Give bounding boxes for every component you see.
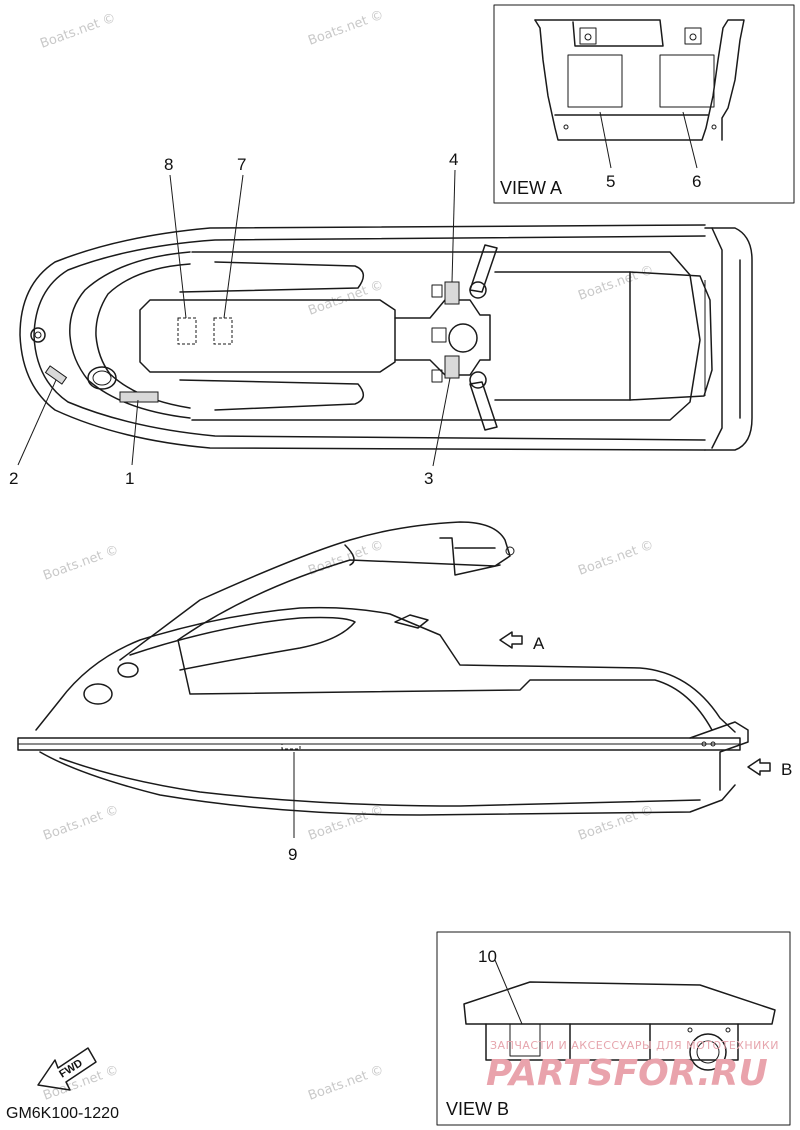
leader-7 [223, 174, 244, 319]
watermark: Boats.net © [38, 11, 118, 52]
watermark: Boats.net © [41, 543, 121, 584]
leader-3 [432, 377, 451, 467]
hull-bottom [39, 751, 736, 816]
watermark: Boats.net © [306, 8, 386, 49]
watermark: Boats.net © [576, 263, 656, 304]
callout-2: 2 [9, 469, 18, 488]
label-4-area [444, 281, 460, 305]
callout-5: 5 [606, 172, 615, 191]
rear-deck [494, 271, 631, 401]
label-1-area [119, 391, 159, 403]
watermark-diagram: Boats.net © [306, 278, 386, 319]
view-a-frame [493, 4, 795, 204]
watermark: Boats.net © [41, 803, 121, 844]
promo-brand: PARTSFOR.RU [486, 1053, 768, 1094]
label-3-area [444, 355, 460, 379]
watermarks: Boats.net © Boats.net © Boats.net © Boat… [38, 8, 656, 1104]
callout-8: 8 [164, 155, 173, 174]
watermark: Boats.net © [576, 803, 656, 844]
top-view-hull: 8 7 4 3 2 1 [9, 150, 753, 488]
label-2-area [44, 365, 68, 385]
hull-outline [19, 224, 706, 451]
leader-1 [131, 399, 139, 466]
view-a-title: VIEW A [500, 178, 562, 198]
leader-4 [451, 169, 456, 283]
watermark: Boats.net © [306, 1063, 386, 1104]
view-b-arrow-label: B [781, 760, 792, 779]
label-7-area [213, 317, 233, 345]
label-8-area [177, 317, 197, 345]
view-b-frame [436, 931, 791, 1126]
callout-1: 1 [125, 469, 134, 488]
view-b-title: VIEW B [446, 1099, 509, 1119]
view-b-panel: 10 VIEW B ЗАПЧАСТИ И АКСЕССУАРЫ ДЛЯ МОТО… [436, 931, 791, 1126]
view-a-arrow-icon [499, 631, 523, 649]
steering-column [394, 299, 491, 376]
diagram-code: GM6K100-1220 [6, 1105, 119, 1122]
view-a-panel: VIEW A 5 6 [493, 4, 795, 204]
label-6-area [659, 54, 715, 108]
callout-10: 10 [478, 947, 497, 966]
callout-3: 3 [424, 469, 433, 488]
view-b-arrow-icon [747, 758, 771, 776]
callout-9: 9 [288, 845, 297, 864]
leader-5 [599, 111, 612, 169]
handlebar-right [469, 381, 498, 431]
promo-tagline: ЗАПЧАСТИ И АКСЕССУАРЫ ДЛЯ МОТОТЕХНИКИ [490, 1039, 779, 1052]
watermark: Boats.net © [576, 538, 656, 579]
fwd-arrow-icon [37, 1047, 97, 1091]
label-10-area [509, 1023, 541, 1057]
nozzle-opening [689, 1033, 727, 1071]
view-a-arrow-label: A [533, 634, 545, 653]
side-deck [35, 606, 736, 733]
watermark: Boats.net © [306, 538, 386, 579]
leader-6 [682, 111, 698, 169]
leader-8 [169, 174, 187, 319]
callout-7: 7 [237, 155, 246, 174]
leader-10 [494, 959, 523, 1025]
watermark: Boats.net © [306, 803, 386, 844]
stern [704, 227, 753, 451]
callout-4: 4 [449, 150, 458, 169]
bow-eye [30, 327, 46, 343]
callout-6: 6 [692, 172, 701, 191]
panel-outline [534, 19, 745, 141]
label-9-area [281, 743, 301, 750]
fuel-cap [87, 366, 117, 390]
side-view-hull: 9 A B [17, 521, 792, 864]
handlebar-left [469, 244, 498, 293]
label-5-area [567, 54, 623, 108]
handle-pole [119, 521, 511, 661]
leader-2 [17, 379, 57, 466]
